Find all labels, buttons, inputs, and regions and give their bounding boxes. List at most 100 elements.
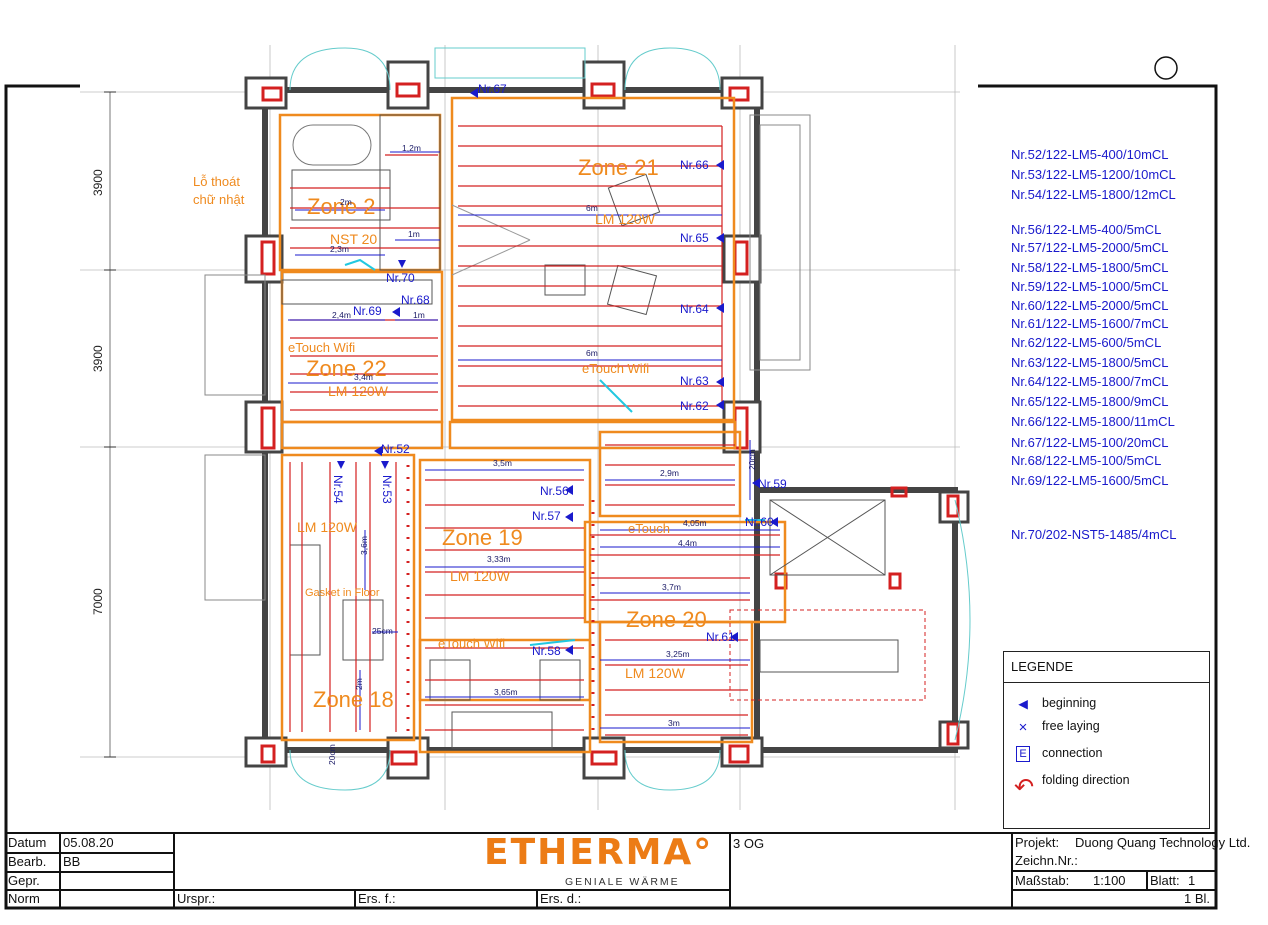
circuit-label: Nr.61	[706, 630, 735, 644]
spec-item: Nr.69/122-LM5-1600/5mCL	[1011, 473, 1169, 488]
length-label: 6m	[586, 348, 598, 358]
circuit-label: Nr.65	[680, 231, 709, 245]
spec-item: Nr.58/122-LM5-1800/5mCL	[1011, 260, 1169, 275]
zone-18-name: Zone 18	[313, 687, 394, 712]
blatt-label: Blatt:	[1150, 873, 1180, 888]
dimension-arrows	[288, 151, 780, 730]
zone-21-device: eTouch Wifi	[582, 361, 649, 376]
folding-arrow-icon: ↶	[1014, 774, 1035, 801]
circuit-label: Nr.52	[381, 442, 410, 456]
length-label: 3,25m	[666, 649, 690, 659]
length-label: 6m	[586, 203, 598, 213]
length-label: 4,05m	[683, 518, 707, 528]
zone-22-element: LM 120W	[328, 383, 389, 399]
length-label: 2m	[354, 678, 364, 690]
title-block-lines	[6, 832, 1216, 908]
red-markers	[260, 82, 960, 766]
heating-mats-zone19	[425, 479, 584, 731]
length-label: 1m	[408, 229, 420, 239]
spec-item: Nr.63/122-LM5-1800/5mCL	[1011, 355, 1169, 370]
spec-item: Nr.56/122-LM5-400/5mCL	[1011, 222, 1162, 237]
bearb-value: BB	[63, 854, 81, 869]
circuit-label: Nr.53	[380, 475, 394, 504]
zone-20-element: LM 120W	[625, 665, 686, 681]
length-label: 20cm	[747, 449, 757, 470]
zone-labels: Zone 21 LM 120W eTouch Wifi Zone 2 NST 2…	[193, 155, 707, 712]
zone-18-note: Gasket in Floor	[305, 587, 380, 599]
bl-value: 1 Bl.	[1184, 891, 1211, 906]
spec-item: Nr.60/122-LM5-2000/5mCL	[1011, 298, 1169, 313]
length-label: 3,7m	[662, 582, 681, 592]
circuit-label: Nr.69	[353, 304, 382, 318]
length-label: 2m	[340, 197, 352, 207]
north-circle	[1154, 56, 1178, 80]
logo-tagline: GENIALE WÄRME	[565, 876, 680, 888]
circuit-label: Nr.60	[745, 515, 774, 529]
zeichn-label: Zeichn.Nr.:	[1015, 853, 1078, 868]
zone-20-name: Zone 20	[626, 607, 707, 632]
drawing-frame	[4, 84, 1218, 910]
length-label: 3,6m	[359, 536, 369, 555]
spec-item: Nr.61/122-LM5-1600/7mCL	[1011, 316, 1169, 331]
length-label: 2,3m	[330, 244, 349, 254]
circuit-label: Nr.66	[680, 158, 709, 172]
connection-icon: E	[1016, 746, 1030, 762]
circuit-label: Nr.70	[386, 271, 415, 285]
spec-item: Nr.52/122-LM5-400/10mCL	[1011, 147, 1169, 162]
gepr-label: Gepr.	[8, 873, 40, 888]
legend: LEGENDE ◀ beginning × free laying E conn…	[1003, 651, 1210, 829]
drain-label-1: Lỗ thoát	[193, 174, 240, 189]
legend-title: LEGENDE	[1004, 652, 1209, 683]
circuit-label: Nr.59	[758, 477, 787, 491]
left-dimension-ticks	[104, 91, 116, 758]
circuit-label: Nr.62	[680, 399, 709, 413]
length-label: 1,2m	[402, 143, 421, 153]
heating-mats-zone20	[590, 444, 780, 736]
spec-item: Nr.53/122-LM5-1200/10mCL	[1011, 167, 1176, 182]
projekt-label: Projekt:	[1015, 835, 1060, 850]
spec-item: Nr.57/122-LM5-2000/5mCL	[1011, 240, 1169, 255]
spec-item: Nr.54/122-LM5-1800/12mCL	[1011, 187, 1176, 202]
legend-label: folding direction	[1042, 773, 1130, 787]
massstab-value: 1:100	[1093, 873, 1126, 888]
zone-22-name: Zone 22	[306, 356, 387, 381]
datum-value: 05.08.20	[63, 835, 114, 850]
heating-mats-zone21	[458, 125, 723, 407]
spec-item: Nr.65/122-LM5-1800/9mCL	[1011, 394, 1169, 409]
circuit-label: Nr.63	[680, 374, 709, 388]
length-label: 3m	[668, 718, 680, 728]
heating-mats-zone18	[289, 462, 397, 732]
norm-label: Norm	[8, 891, 40, 906]
zone-19-name: Zone 19	[442, 525, 523, 550]
length-label: 20cm	[327, 744, 337, 765]
spec-item: Nr.70/202-NST5-1485/4mCL	[1011, 527, 1177, 542]
circuit-label: Nr.64	[680, 302, 709, 316]
connection-lines	[344, 258, 765, 646]
circuit-label: Nr.68	[401, 293, 430, 307]
cross-icon: ×	[1018, 719, 1028, 736]
drain-label-2: chữ nhật	[193, 192, 245, 207]
zone-outlines	[278, 96, 787, 754]
datum-label: Datum	[8, 835, 47, 850]
length-label: 2,9m	[660, 468, 679, 478]
circuit-labels: Nr.52 Nr.53 Nr.54 Nr.56 Nr.57 Nr.58 Nr.5…	[331, 82, 787, 658]
blatt-value: 1	[1188, 873, 1196, 888]
zone-19-device: eTouch Wifi	[438, 636, 505, 651]
zone-19-element: LM 120W	[450, 568, 511, 584]
floor-label: 3 OG	[733, 836, 765, 851]
zone-22-device: eTouch Wifi	[288, 340, 355, 355]
bearb-label: Bearb.	[8, 854, 47, 869]
spec-item: Nr.59/122-LM5-1000/5mCL	[1011, 279, 1169, 294]
spec-item: Nr.67/122-LM5-100/20mCL	[1011, 435, 1169, 450]
zone-18-element: LM 120W	[297, 519, 358, 535]
length-label: 2,4m	[332, 310, 351, 320]
grid-lines	[80, 45, 960, 810]
circuit-label: Nr.57	[532, 509, 561, 523]
ers-f-label: Ers. f.:	[358, 891, 396, 906]
legend-label: beginning	[1042, 696, 1097, 710]
dim-left-3: 7000	[91, 588, 105, 615]
zone-21-element: LM 120W	[595, 211, 656, 227]
zone-20-device: eTouch	[628, 521, 670, 536]
massstab-label: Maßstab:	[1015, 873, 1070, 888]
